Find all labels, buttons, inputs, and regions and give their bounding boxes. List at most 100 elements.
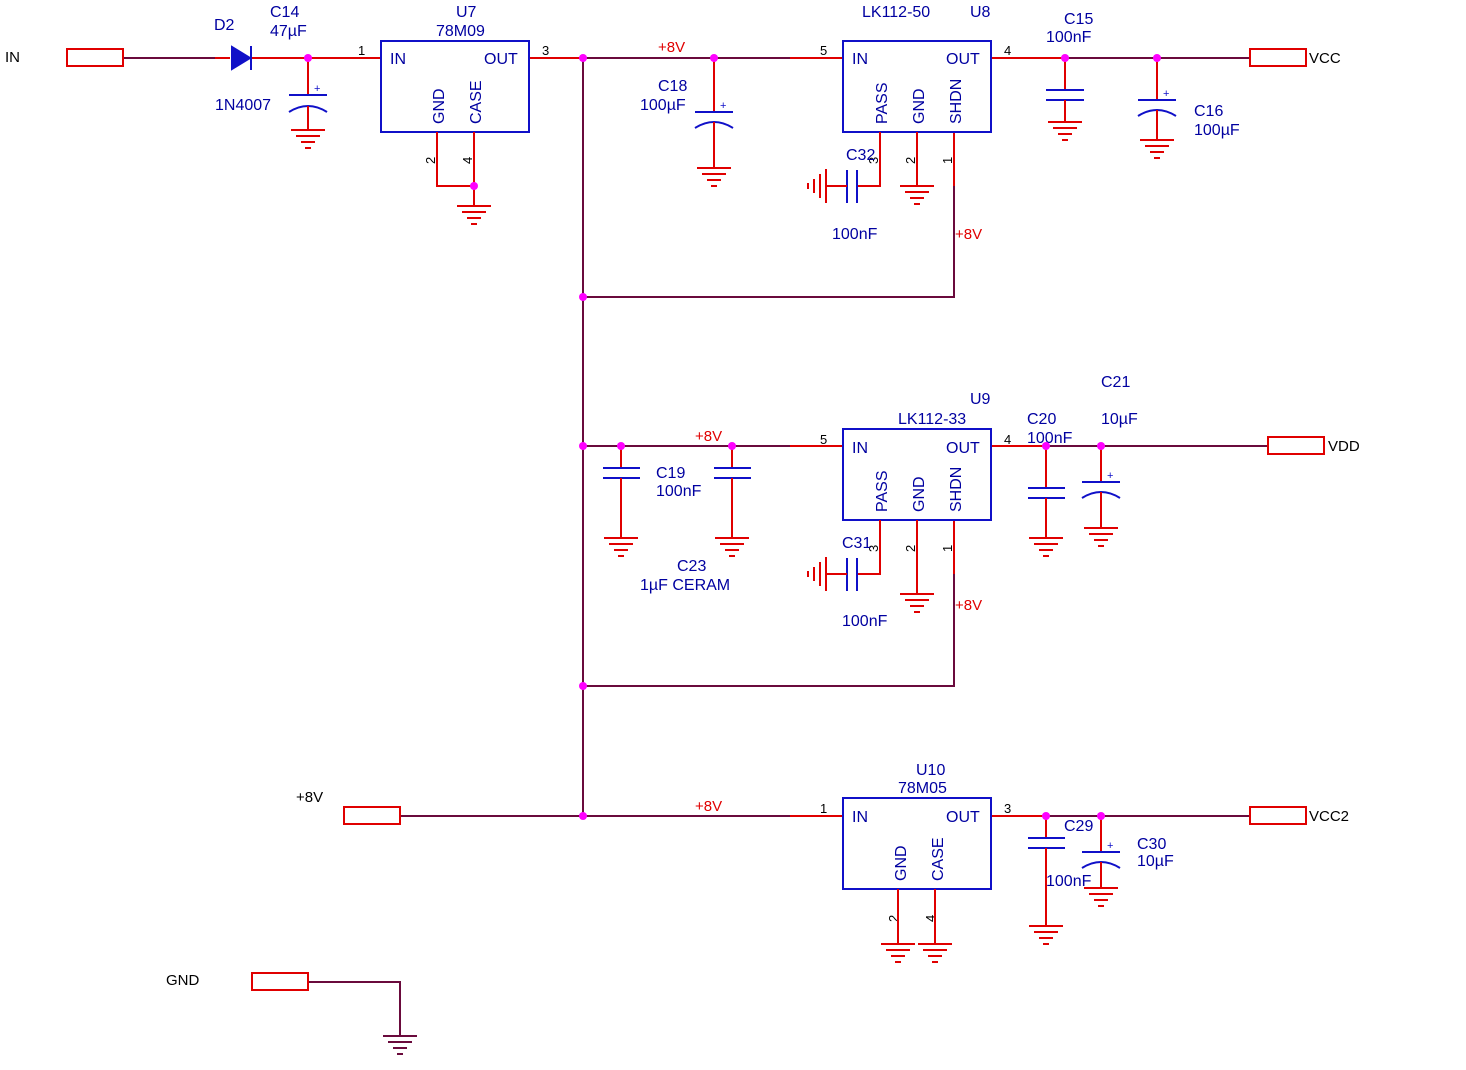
u10-ref: U10 (916, 762, 945, 779)
u10-num-in: 1 (820, 801, 827, 816)
ground-icon (383, 1035, 417, 1055)
capacitor-c14: + C14 47µF (270, 4, 328, 130)
junction-dot (579, 293, 587, 301)
c32-ref: C32 (846, 147, 875, 164)
port-in (66, 48, 124, 67)
ground-icon (1048, 121, 1082, 141)
ground-icon (1084, 527, 1118, 547)
c29-ref: C29 (1064, 818, 1093, 835)
c20-value: 100nF (1027, 430, 1073, 447)
ground-icon (1084, 887, 1118, 907)
net-label-8v: +8V (296, 789, 323, 806)
u8-pin-pass: PASS (874, 83, 891, 125)
regulator-u10: U10 78M05 IN OUT GND CASE 1 3 2 4 (820, 762, 1011, 944)
c19-ref: C19 (656, 465, 685, 482)
u7-num-case: 4 (460, 157, 475, 164)
u9-num-shdn: 1 (940, 545, 955, 552)
junction-dot (1097, 812, 1105, 820)
capacitor-c31: C31 100nF (826, 535, 888, 630)
u8-pin-out: OUT (946, 51, 980, 68)
u9-pin-out: OUT (946, 440, 980, 457)
junction-dot (728, 442, 736, 450)
u9-pin-gnd: GND (911, 476, 928, 512)
u10-pin-out: OUT (946, 809, 980, 826)
u8-num-gnd: 2 (903, 157, 918, 164)
rail-labels: +8V +8V +8V +8V +8V (658, 39, 982, 815)
capacitor-c18: + C18 100µF (640, 58, 734, 168)
u9-value: LK112-33 (898, 411, 966, 428)
ports: IN VCC VDD VCC2 +8V GND (5, 48, 1360, 991)
u7-pin-case: CASE (468, 80, 485, 124)
port-8v (343, 806, 401, 825)
u9-num-in: 5 (820, 432, 827, 447)
rail-label-u8-shdn: +8V (955, 226, 982, 243)
port-gnd (251, 972, 309, 991)
ground-icon (900, 185, 934, 205)
u9-pin-in: IN (852, 440, 868, 457)
u7-pin-in: IN (390, 51, 406, 68)
d2-ref: D2 (214, 17, 235, 34)
junction-dot (1042, 442, 1050, 450)
ground-icon (604, 537, 638, 557)
c15-value: 100nF (1046, 29, 1092, 46)
ground-icon (457, 205, 491, 225)
c18-value: 100µF (640, 97, 686, 114)
d2-value: 1N4007 (215, 97, 271, 114)
ground-icon (1029, 925, 1063, 945)
ground-icon (881, 943, 915, 963)
ground-icon (1140, 139, 1174, 159)
ground-icon (807, 557, 827, 591)
svg-text:+: + (720, 100, 726, 112)
ground-icon (807, 169, 827, 203)
rail-label-u9-in: +8V (695, 428, 722, 445)
c21-value: 10µF (1101, 411, 1138, 428)
svg-text:+: + (314, 83, 320, 95)
diode-d2: D2 1N4007 (214, 17, 271, 114)
u7-value: 78M09 (436, 23, 485, 40)
u9-num-gnd: 2 (903, 545, 918, 552)
capacitor-c29: C29 100nF (1028, 816, 1093, 926)
u10-pin-in: IN (852, 809, 868, 826)
c15-ref: C15 (1064, 11, 1093, 28)
u7-num-gnd: 2 (423, 157, 438, 164)
junction-dot (579, 812, 587, 820)
net-label-in: IN (5, 49, 20, 66)
port-vdd (1267, 436, 1325, 455)
junction-dot (710, 54, 718, 62)
rail-label-u10-in: +8V (695, 798, 722, 815)
u8-pin-shdn: SHDN (948, 79, 965, 124)
c31-ref: C31 (842, 535, 871, 552)
c21-ref: C21 (1101, 374, 1130, 391)
net-label-vdd: VDD (1328, 438, 1360, 455)
capacitor-c23: C23 1µF CERAM (640, 446, 751, 594)
capacitor-c20: C20 100nF (1027, 411, 1073, 538)
capacitor-c32: C32 100nF (826, 147, 878, 243)
regulator-u9: U9 LK112-33 IN OUT PASS GND SHDN 5 4 3 2… (820, 391, 1011, 594)
u10-pin-gnd: GND (893, 845, 910, 881)
capacitor-c16: + C16 100µF (1137, 58, 1240, 140)
c23-value: 1µF CERAM (640, 577, 730, 594)
u8-ref: U8 (970, 4, 991, 21)
ground-icon (291, 129, 325, 149)
junction-dot (1042, 812, 1050, 820)
ground-icon (900, 593, 934, 613)
u9-ref: U9 (970, 391, 991, 408)
regulator-u7: U7 78M09 IN OUT GND CASE 1 3 2 4 (358, 4, 549, 206)
junction-dot (579, 442, 587, 450)
c32-value: 100nF (832, 226, 878, 243)
u10-num-out: 3 (1004, 801, 1011, 816)
port-vcc2 (1249, 806, 1307, 825)
c16-value: 100µF (1194, 122, 1240, 139)
junction-dot (1061, 54, 1069, 62)
u10-value: 78M05 (898, 780, 947, 797)
u7-ref: U7 (456, 4, 477, 21)
c20-ref: C20 (1027, 411, 1056, 428)
u7-num-in: 1 (358, 43, 365, 58)
u8-pin-gnd: GND (911, 88, 928, 124)
u8-value: LK112-50 (862, 4, 930, 21)
junction-dot (579, 682, 587, 690)
capacitor-c30: + C30 10µF (1081, 816, 1174, 888)
c30-ref: C30 (1137, 836, 1166, 853)
u10-num-case: 4 (923, 915, 938, 922)
